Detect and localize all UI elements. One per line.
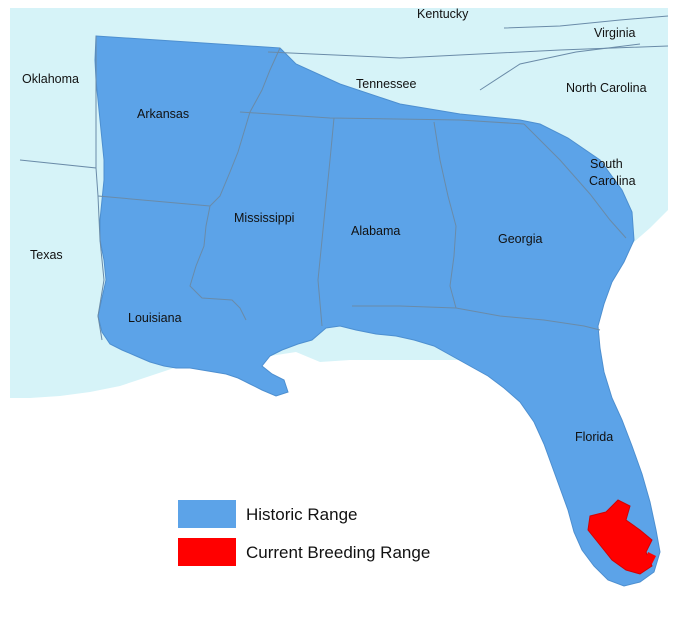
border-alabama-florida bbox=[352, 305, 457, 309]
state-label-georgia: Georgia bbox=[498, 232, 543, 246]
legend: Historic Range Current Breeding Range bbox=[178, 500, 430, 566]
state-label-texas: Texas bbox=[30, 248, 63, 262]
state-label-virginia: Virginia bbox=[594, 26, 636, 40]
legend-swatch-current-breeding-range bbox=[178, 538, 236, 566]
border-alabama-georgia bbox=[433, 121, 457, 309]
state-label-south-carolina-line2: Carolina bbox=[589, 174, 636, 188]
border-kentucky-tennessee bbox=[267, 45, 669, 59]
border-arkansas-louisiana bbox=[97, 195, 211, 207]
legend-label-current-breeding-range: Current Breeding Range bbox=[246, 543, 430, 562]
state-label-louisiana: Louisiana bbox=[128, 311, 182, 325]
state-labels: Kentucky Virginia Oklahoma Tennessee Nor… bbox=[22, 7, 647, 444]
border-texas-louisiana bbox=[97, 195, 105, 341]
border-tennessee-south bbox=[239, 111, 525, 125]
state-label-mississippi: Mississippi bbox=[234, 211, 294, 225]
state-label-south-carolina-line1: South bbox=[590, 157, 623, 171]
legend-label-historic-range: Historic Range bbox=[246, 505, 358, 524]
state-borders bbox=[19, 15, 669, 341]
border-virginia-kentucky bbox=[503, 15, 669, 29]
state-label-kentucky: Kentucky bbox=[417, 7, 469, 21]
historic-range-area bbox=[94, 35, 661, 587]
border-mississippi-river bbox=[189, 47, 281, 321]
state-label-alabama: Alabama bbox=[351, 224, 400, 238]
border-texas-arkansas bbox=[19, 159, 99, 197]
state-label-tennessee: Tennessee bbox=[356, 77, 417, 91]
legend-swatch-historic-range bbox=[178, 500, 236, 528]
current-breeding-range-outlier bbox=[646, 552, 656, 564]
state-label-oklahoma: Oklahoma bbox=[22, 72, 79, 86]
state-label-arkansas: Arkansas bbox=[137, 107, 189, 121]
state-label-florida: Florida bbox=[575, 430, 613, 444]
border-georgia-south-carolina bbox=[523, 123, 627, 239]
border-georgia-florida bbox=[455, 307, 601, 331]
state-label-north-carolina: North Carolina bbox=[566, 81, 647, 95]
border-mississippi-alabama bbox=[317, 117, 335, 327]
border-north-carolina-tennessee bbox=[479, 43, 641, 91]
